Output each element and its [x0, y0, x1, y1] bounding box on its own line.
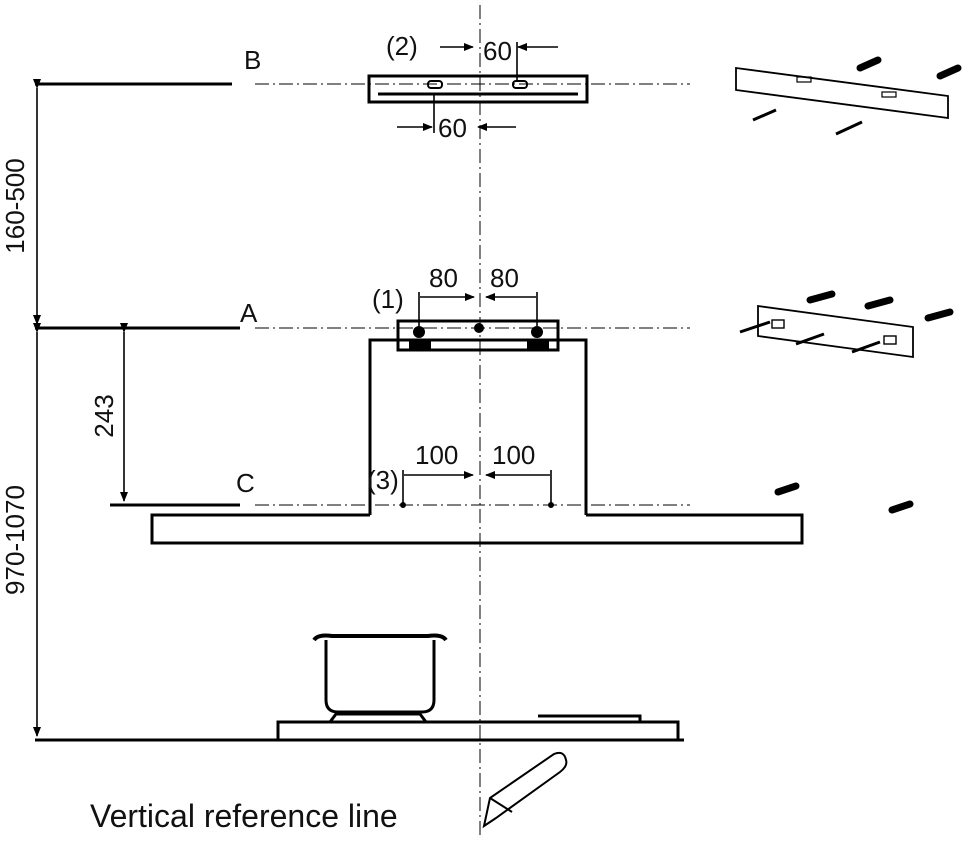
vertical-reference-caption: Vertical reference line: [90, 798, 398, 834]
callout-2: (2): [386, 31, 418, 61]
range-ab-label: 160-500: [0, 158, 30, 253]
spacing-c-right-label: 100: [492, 440, 535, 470]
callout-1: (1): [372, 284, 404, 314]
pencil-icon: [482, 751, 568, 829]
spacing-a-left-label: 80: [429, 263, 458, 293]
callout-3: (3): [367, 465, 399, 495]
hook-left: [409, 326, 431, 350]
height-ac-label: 243: [89, 394, 119, 437]
top-bracket-parts: [735, 56, 962, 136]
dimension-80: [418, 292, 538, 326]
bracket-1-parts: [739, 290, 954, 359]
top-bracket: [367, 74, 589, 104]
level-a-label: A: [240, 298, 258, 328]
bracket-1: [396, 319, 560, 352]
dimension-60-top: [440, 42, 558, 80]
dimension-60-bottom: [397, 95, 516, 133]
range-floor-label: 970-1070: [0, 485, 30, 595]
hood-body: [150, 338, 804, 545]
pot: [312, 633, 448, 714]
spacing-top-1-label: 60: [483, 36, 512, 66]
spacing-top-2-label: 60: [438, 113, 467, 143]
level-b-label: B: [244, 45, 261, 75]
hob: [238, 712, 684, 742]
wall-plugs-3: [774, 482, 914, 514]
dimension-100: [400, 470, 554, 508]
spacing-c-left-label: 100: [415, 440, 458, 470]
level-c-label: C: [236, 468, 255, 498]
spacing-a-right-label: 80: [490, 263, 519, 293]
hook-right: [527, 326, 549, 350]
